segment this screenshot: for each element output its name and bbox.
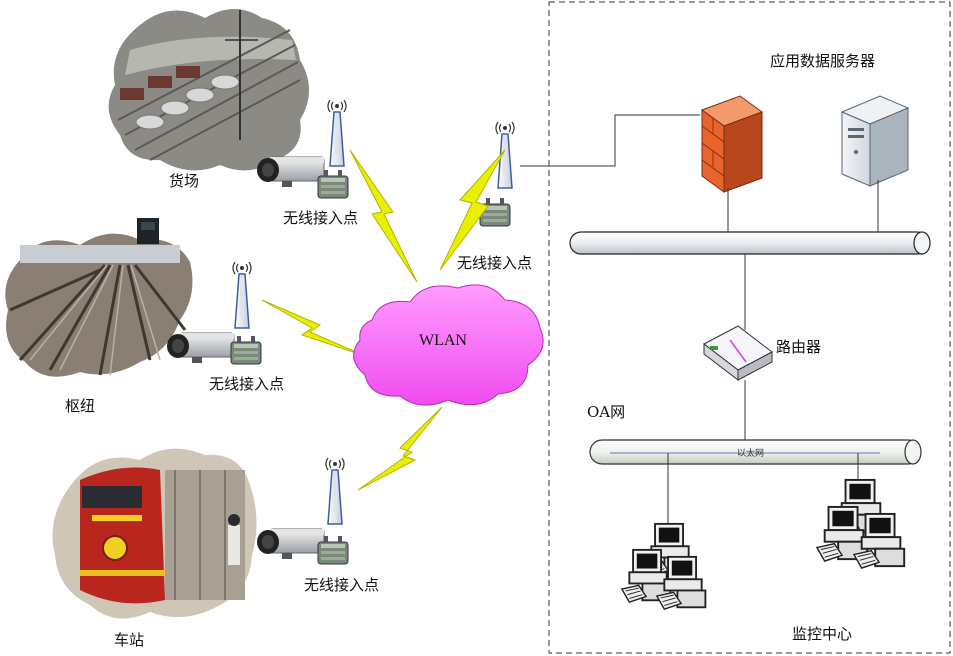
camera-icon — [256, 156, 325, 188]
workstation-icon — [815, 478, 906, 570]
freight-yard-photo — [108, 9, 309, 171]
site-label-station: 车站 — [114, 631, 145, 649]
ethernet-bus — [589, 439, 922, 465]
oa-network-label: OA网 — [587, 403, 626, 421]
hub-photo — [5, 218, 193, 377]
antenna-icon — [232, 262, 252, 329]
wlan-cloud — [353, 284, 544, 406]
server-icon — [840, 95, 910, 187]
camera-icon — [166, 332, 235, 364]
station-photo — [52, 448, 257, 619]
antenna-icon — [495, 122, 515, 189]
center-zone-border — [548, 1, 951, 654]
site-label-hub: 枢纽 — [65, 397, 96, 415]
router-label: 路由器 — [776, 338, 822, 356]
radio-unit-icon — [230, 336, 262, 365]
site-label-freight: 货场 — [169, 172, 200, 190]
lightning-icon — [439, 149, 506, 271]
server-label: 应用数据服务器 — [770, 52, 876, 70]
router-icon — [703, 325, 773, 382]
wlan-label: WLAN — [419, 332, 467, 349]
ethernet-label: 以太网 — [737, 449, 765, 459]
lightning-icon — [357, 406, 443, 491]
ap-station — [256, 458, 349, 565]
firewall-icon — [700, 95, 764, 193]
ap-label-freight: 无线接入点 — [283, 209, 359, 227]
backbone-bus — [569, 231, 931, 255]
monitor-center-label: 监控中心 — [792, 625, 853, 643]
ap-label-hub: 无线接入点 — [209, 375, 285, 393]
antenna-icon — [325, 458, 345, 525]
ap-label-center: 无线接入点 — [457, 254, 533, 272]
radio-unit-icon — [479, 198, 511, 227]
workstation-icon — [620, 522, 707, 611]
lightning-icon — [261, 299, 366, 357]
antenna-icon — [327, 100, 347, 167]
camera-icon — [256, 528, 325, 560]
ap-label-station: 无线接入点 — [304, 576, 380, 594]
lightning-icon — [349, 149, 418, 283]
